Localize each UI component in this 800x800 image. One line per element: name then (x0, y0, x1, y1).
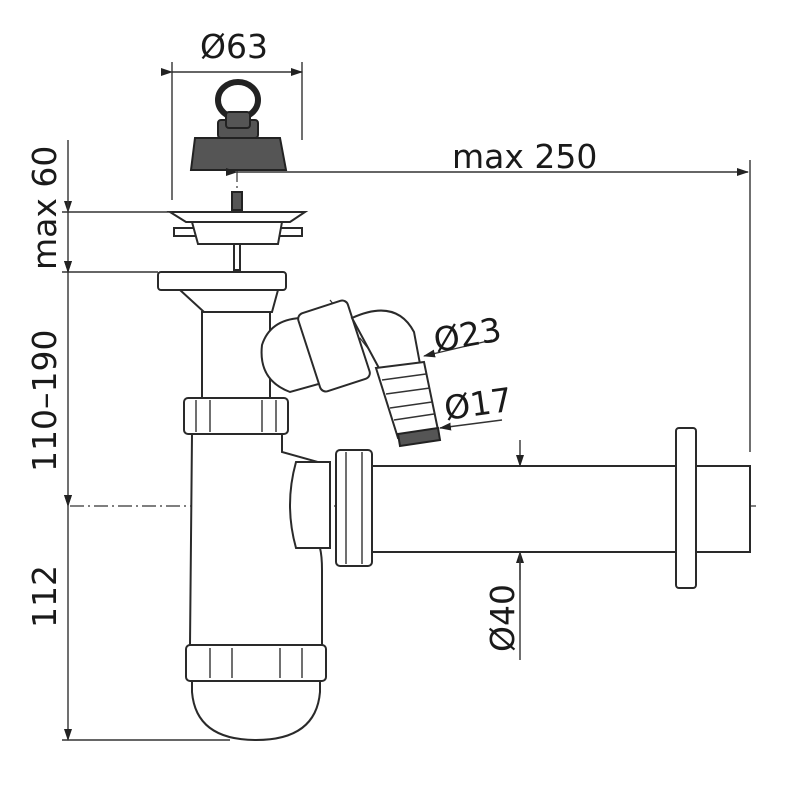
trap-body-upper (157, 271, 289, 435)
outlet-pipe (335, 427, 751, 589)
dim-hose-connector-small: Ø17 (442, 380, 515, 428)
center-lines (70, 168, 760, 740)
trap-bottle (185, 433, 331, 742)
dim-height-range: 110–190 (25, 330, 64, 472)
appliance-hose-connector (260, 299, 442, 448)
strainer-grate (166, 191, 309, 271)
dimension-lines (62, 62, 751, 741)
dim-max-length: max 250 (452, 137, 597, 176)
dim-plug-diameter: Ø63 (200, 27, 268, 66)
dim-trap-depth: 112 (25, 565, 64, 628)
dim-hose-connector-large: Ø23 (431, 310, 505, 360)
dim-max-strainer: max 60 (25, 146, 64, 270)
dim-outlet-diameter: Ø40 (483, 584, 522, 652)
sink-plug-with-chain-ring (189, 79, 288, 171)
